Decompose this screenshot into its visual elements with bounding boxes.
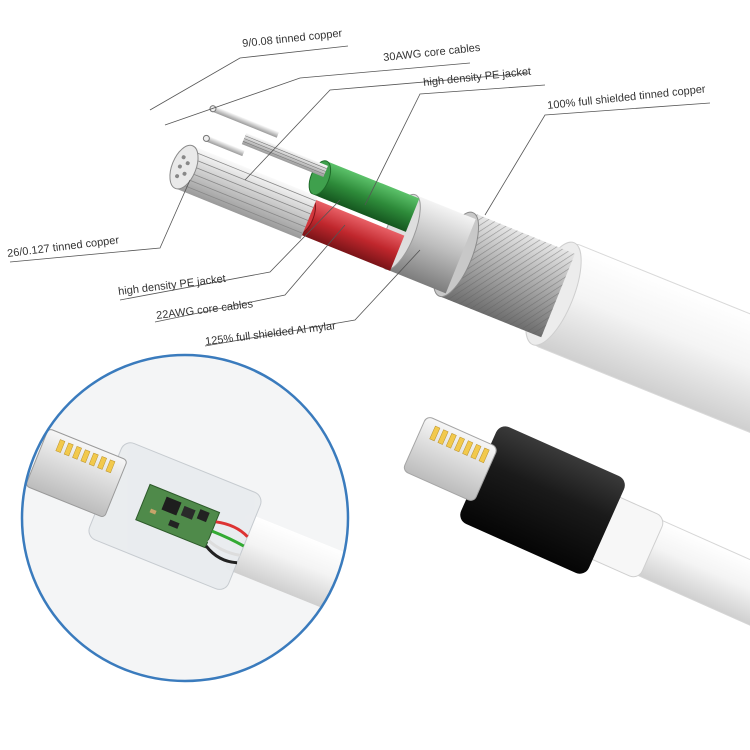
callout-lines — [9, 45, 711, 347]
cable-cross-section — [169, 105, 750, 464]
connector-inset — [20, 353, 350, 683]
black-connector — [403, 417, 750, 648]
lightning-plug — [26, 429, 127, 518]
loose-wire-1 — [211, 105, 279, 138]
thick-strand-bundle — [169, 144, 318, 239]
black-housing — [460, 426, 625, 574]
green-core — [313, 161, 420, 232]
thin-wire-bundle — [241, 132, 328, 178]
loose-wire-2 — [205, 135, 245, 157]
lightning-tip — [403, 417, 497, 501]
inset-circle-border — [20, 353, 350, 683]
